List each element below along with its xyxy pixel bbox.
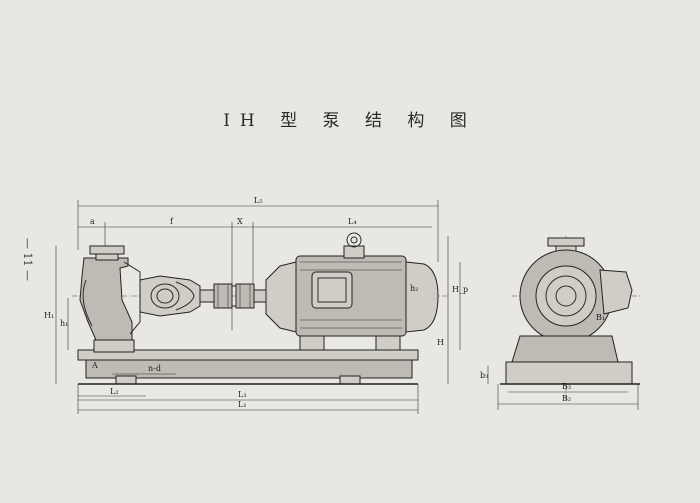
- page-title: IH 型 泵 结 构 图: [223, 111, 477, 131]
- label-l3: L₃: [238, 390, 247, 399]
- label-l1: L₁: [238, 400, 247, 409]
- motor: h₂: [265, 232, 439, 351]
- end-view: B₁ b₃ B₃ B₂: [480, 236, 640, 410]
- dimension-bottom: n-d L₂ L₃ L₁: [77, 364, 419, 414]
- label-h1-upper: H₁: [44, 311, 54, 320]
- label-a: a: [90, 217, 95, 226]
- label-b2: B₂: [562, 394, 571, 403]
- label-l5: L₅: [254, 196, 263, 205]
- base-plate: [77, 339, 419, 385]
- label-a-upper: A: [91, 361, 98, 370]
- side-view: L₅ a f X L₄: [44, 196, 468, 414]
- label-b1: B₁: [596, 313, 605, 322]
- label-b3: B₃: [562, 382, 571, 391]
- pump-casing: [79, 245, 141, 341]
- dimension-h: H H_p: [437, 236, 468, 384]
- label-l2: L₂: [110, 387, 119, 396]
- dimension-h1: H₁ h₁ A: [44, 246, 98, 384]
- label-f: f: [170, 217, 174, 226]
- page-number-marker: — 11 —: [21, 238, 34, 281]
- label-h: H: [437, 338, 444, 347]
- dimension-row-2: a f X L₄: [78, 217, 432, 330]
- dimension-l5: L₅: [77, 196, 439, 262]
- label-b3-vertical: b₃: [480, 371, 488, 380]
- bearing-bracket: [139, 275, 201, 317]
- label-h2: h₂: [410, 284, 418, 293]
- label-nd: n-d: [148, 364, 161, 373]
- label-h1-lower: h₁: [60, 319, 68, 328]
- label-hp: H_p: [452, 285, 468, 294]
- label-x: X: [237, 217, 243, 226]
- coupling: [199, 283, 267, 309]
- label-l4: L₄: [348, 217, 357, 226]
